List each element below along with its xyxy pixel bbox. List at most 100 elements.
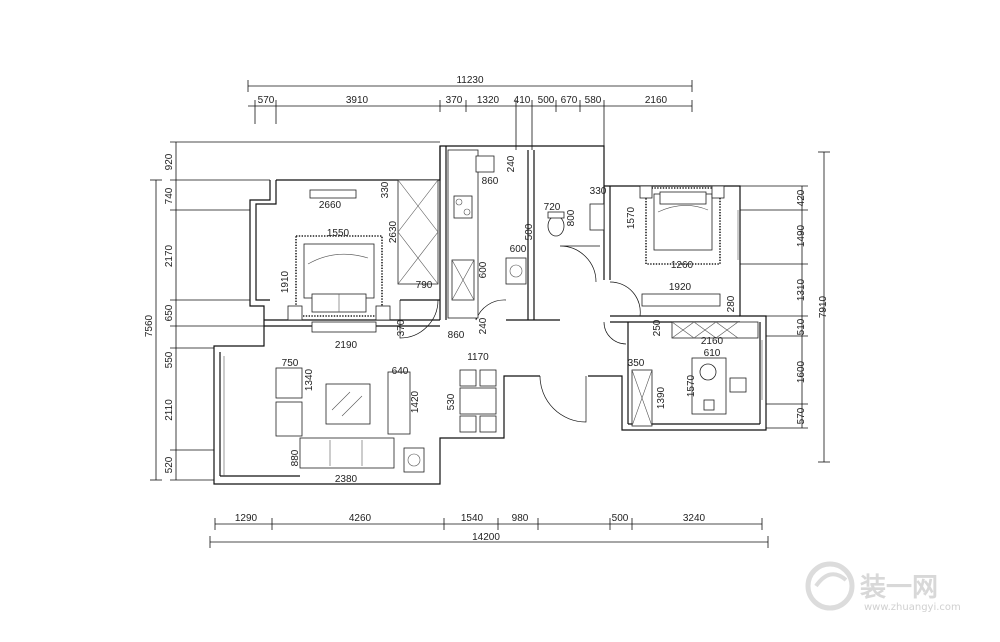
dim-1920: 1920 bbox=[669, 282, 692, 293]
dim-1340: 1340 bbox=[304, 368, 315, 391]
kitchen-washer bbox=[505, 257, 527, 285]
dim-530: 530 bbox=[446, 393, 457, 410]
dim-left-520: 520 bbox=[164, 456, 175, 473]
dim-1390: 1390 bbox=[656, 386, 667, 409]
dim-left-2110: 2110 bbox=[164, 399, 175, 421]
dim-250: 250 bbox=[652, 319, 663, 336]
dim-bottom-500: 500 bbox=[612, 513, 629, 524]
second-bedroom-nightstand-left bbox=[639, 185, 653, 199]
dim-350: 350 bbox=[628, 358, 645, 369]
bathroom-toilet-tank bbox=[547, 211, 565, 219]
study-furniture: 250 2160 610 350 1390 1570 bbox=[628, 319, 759, 427]
dim-bottom-1290: 1290 bbox=[235, 513, 258, 524]
dim-right-total: 7910 bbox=[818, 295, 829, 318]
dim-750: 750 bbox=[282, 358, 299, 369]
dining-chair-4 bbox=[479, 415, 497, 433]
dim-330b: 330 bbox=[590, 186, 607, 197]
study-side-chair bbox=[729, 377, 747, 393]
dining-furniture: 1170 530 bbox=[446, 352, 497, 433]
dim-bottom-3240: 3240 bbox=[683, 513, 706, 524]
dim-720: 720 bbox=[544, 202, 561, 213]
dim-right-420: 420 bbox=[796, 189, 807, 206]
right-dimensions: 420 1490 1310 510 1600 570 7910 bbox=[740, 151, 830, 463]
walls bbox=[213, 145, 767, 485]
master-bedroom-headboard-shelf bbox=[309, 189, 357, 199]
dim-top-580: 580 bbox=[585, 95, 602, 106]
living-tv-stand bbox=[387, 371, 411, 435]
dim-top-410: 410 bbox=[514, 95, 531, 106]
dim-right-510: 510 bbox=[796, 318, 807, 335]
door-study bbox=[603, 321, 627, 345]
dim-610: 610 bbox=[704, 348, 721, 359]
living-sofa bbox=[299, 437, 395, 469]
bathroom-toilet bbox=[547, 215, 565, 237]
bathroom-vanity bbox=[589, 203, 605, 231]
master-bedroom-rug bbox=[295, 235, 383, 317]
dim-bottom-980: 980 bbox=[512, 513, 529, 524]
dim-2630: 2630 bbox=[388, 220, 399, 243]
dim-right-1310: 1310 bbox=[796, 278, 807, 301]
master-bedroom-furniture: 2660 330 2630 1550 1910 790 370 2190 bbox=[280, 179, 439, 351]
doors bbox=[399, 245, 641, 423]
dim-600a: 600 bbox=[510, 244, 527, 255]
dim-1170: 1170 bbox=[467, 352, 489, 363]
dining-chair-1 bbox=[459, 369, 477, 387]
dim-right-1600: 1600 bbox=[796, 360, 807, 383]
dim-top-total: 11230 bbox=[456, 75, 484, 86]
dim-1420: 1420 bbox=[410, 390, 421, 413]
dim-left-740: 740 bbox=[164, 187, 175, 204]
dim-top-1320: 1320 bbox=[477, 95, 500, 106]
dim-bottom-4260: 4260 bbox=[349, 513, 372, 524]
second-bedroom-nightstand-right bbox=[711, 185, 725, 199]
dim-top-500: 500 bbox=[538, 95, 555, 106]
dim-860b: 860 bbox=[448, 330, 465, 341]
dim-640: 640 bbox=[392, 366, 409, 377]
master-bedroom-bed bbox=[303, 243, 375, 299]
dim-370: 370 bbox=[396, 319, 407, 336]
dim-right-1490: 1490 bbox=[796, 224, 807, 247]
dim-240b: 240 bbox=[478, 317, 489, 334]
second-bedroom-rug bbox=[645, 187, 721, 265]
dim-top-370: 370 bbox=[446, 95, 463, 106]
dim-bottom-1540: 1540 bbox=[461, 513, 484, 524]
dim-1570a: 1570 bbox=[626, 206, 637, 229]
living-room-furniture: 750 1340 640 1420 880 2380 bbox=[275, 358, 425, 485]
dim-1260: 1260 bbox=[671, 260, 694, 271]
dim-1550: 1550 bbox=[327, 228, 350, 239]
door-entrance bbox=[539, 375, 587, 423]
study-desk-item bbox=[703, 399, 715, 411]
kitchen-furniture: 240 860 600 600 240 860 bbox=[447, 149, 527, 341]
dim-top-570: 570 bbox=[258, 95, 275, 106]
watermark-url: www.zhuangyi.com bbox=[864, 602, 961, 613]
master-bedroom-nightstand-right bbox=[375, 305, 391, 321]
study-bookshelf bbox=[671, 321, 759, 339]
dim-right-570: 570 bbox=[796, 407, 807, 424]
watermark-logo-text: 装一网 bbox=[860, 573, 938, 603]
master-bedroom-nightstand-left bbox=[287, 305, 303, 321]
dim-880: 880 bbox=[290, 449, 301, 466]
door-kitchen bbox=[475, 299, 507, 321]
living-armchair-bottom bbox=[275, 401, 303, 437]
top-dimensions: 11230 570 3910 370 1320 410 500 670 580 … bbox=[247, 75, 693, 150]
master-bedroom-tv-cabinet bbox=[311, 321, 377, 333]
second-bedroom-wardrobe bbox=[641, 293, 721, 307]
left-dimensions: 920 740 2170 650 550 2110 520 7560 bbox=[144, 141, 440, 481]
dim-800: 800 bbox=[566, 209, 577, 226]
door-second-bedroom bbox=[609, 281, 641, 317]
living-side-table bbox=[403, 447, 425, 473]
dim-1570b: 1570 bbox=[686, 374, 697, 397]
dim-280: 280 bbox=[726, 295, 737, 312]
dim-600b: 600 bbox=[478, 261, 489, 278]
dim-2660: 2660 bbox=[319, 200, 342, 211]
dim-bottom-total: 14200 bbox=[472, 532, 500, 543]
door-master-bedroom bbox=[399, 299, 439, 339]
dim-2190: 2190 bbox=[335, 340, 358, 351]
watermark: 装一网 www.zhuangyi.com bbox=[805, 561, 961, 613]
watermark-logo-icon bbox=[805, 561, 855, 611]
dim-240a: 240 bbox=[506, 155, 517, 172]
dim-top-2160: 2160 bbox=[645, 95, 668, 106]
dim-left-550: 550 bbox=[164, 351, 175, 368]
second-bedroom-pillows bbox=[659, 191, 707, 205]
kitchen-stove bbox=[453, 195, 473, 219]
